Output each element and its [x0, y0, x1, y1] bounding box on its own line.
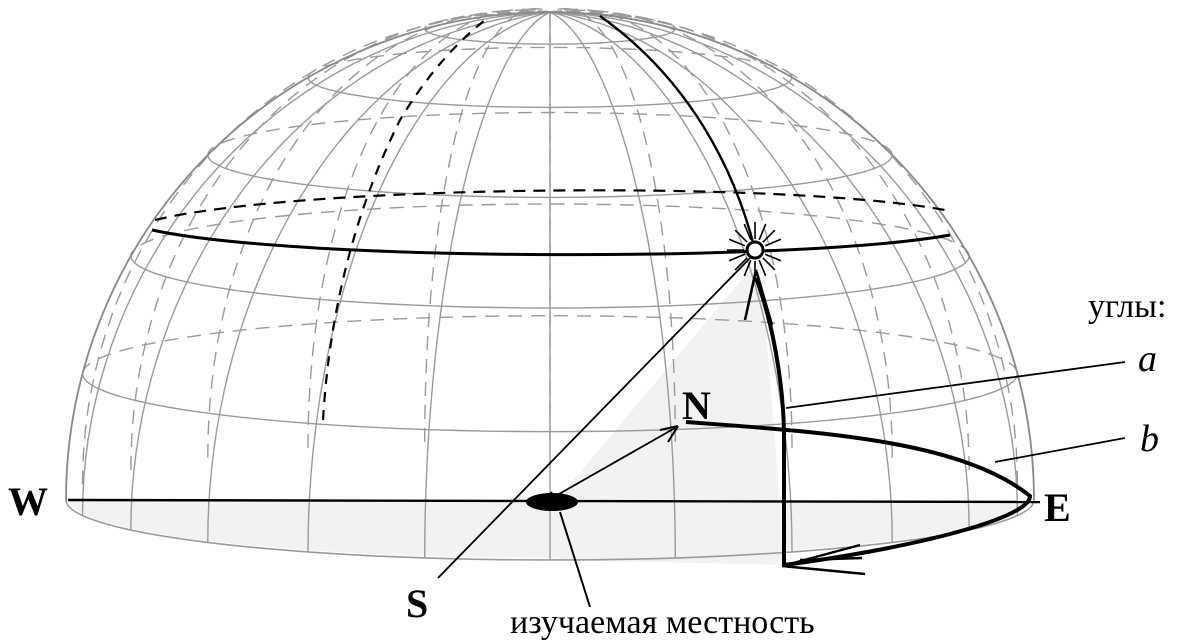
grid-meridian	[424, 7, 551, 443]
grid-parallel-back	[130, 203, 970, 257]
grid-parallel-front	[130, 255, 970, 309]
grid-meridian	[130, 10, 551, 471]
grid-parallel-back	[207, 111, 893, 156]
grid-parallel-back	[81, 314, 1019, 374]
dome-grid	[65, 7, 1035, 560]
grid-parallel-front	[207, 154, 893, 199]
grid-meridian	[130, 11, 551, 531]
grid-meridian	[424, 11, 551, 559]
sun-ray	[758, 223, 767, 241]
north-label: N	[682, 383, 711, 428]
grid-parallel-front	[81, 373, 1019, 433]
grid-parallel-back	[424, 12, 676, 29]
grid-meridian	[549, 7, 676, 443]
sun-icon	[727, 222, 783, 278]
location-label: изучаемая местность	[510, 604, 815, 641]
angles-legend-title: углы:	[1088, 288, 1167, 325]
sun-ray	[728, 253, 746, 262]
sun-ray	[764, 253, 782, 262]
grid-meridian	[307, 8, 551, 449]
west-label: W	[8, 479, 48, 524]
south-to-sun-line	[437, 255, 753, 579]
sun-ray	[762, 257, 776, 271]
sun-ray	[758, 259, 767, 277]
location-label-leader	[559, 511, 591, 608]
grid-parallel-front	[307, 77, 793, 109]
sun-ray	[728, 238, 746, 247]
grid-meridian	[207, 11, 551, 543]
angle-b-leader-line	[994, 437, 1126, 463]
altitude-angle-a	[743, 269, 786, 565]
south-label: S	[406, 581, 429, 626]
sun-ray	[743, 259, 752, 277]
observer-north-arrow-line	[544, 427, 676, 503]
sun-ray	[734, 229, 748, 243]
dome-outline	[65, 11, 1035, 501]
azimuth-angle-b	[685, 420, 1033, 576]
sun-ray	[762, 229, 776, 243]
angle-a-leader-line	[785, 361, 1126, 409]
sun-ray	[764, 238, 782, 247]
angle-b-label: b	[1140, 418, 1159, 460]
grid-parallel-front	[424, 28, 676, 45]
observer-location-mark	[526, 493, 578, 511]
angle-a-label: a	[1138, 338, 1157, 380]
dashed-meridian	[321, 19, 486, 421]
grid-meridian	[549, 8, 793, 449]
meridian-through-sun	[599, 15, 757, 251]
sun-daily-path	[151, 228, 951, 257]
sun-ray	[743, 223, 752, 241]
sun-ray	[734, 257, 748, 271]
grid-meridian	[81, 11, 551, 516]
north-arrowhead	[659, 425, 679, 443]
dashed-parallel-back	[154, 189, 946, 222]
east-label: E	[1044, 485, 1071, 530]
